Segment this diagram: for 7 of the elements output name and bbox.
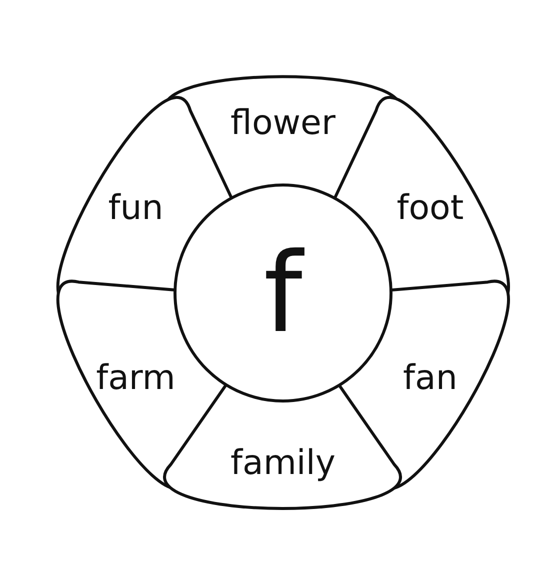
petal-word: family	[230, 446, 336, 480]
petal-word: flower	[230, 106, 336, 140]
center-letter: f	[264, 238, 302, 348]
petal-word: farm	[96, 360, 176, 395]
petal-word: fun	[108, 190, 164, 225]
petal-word: fan	[403, 360, 458, 395]
petal-word: foot	[396, 190, 464, 225]
